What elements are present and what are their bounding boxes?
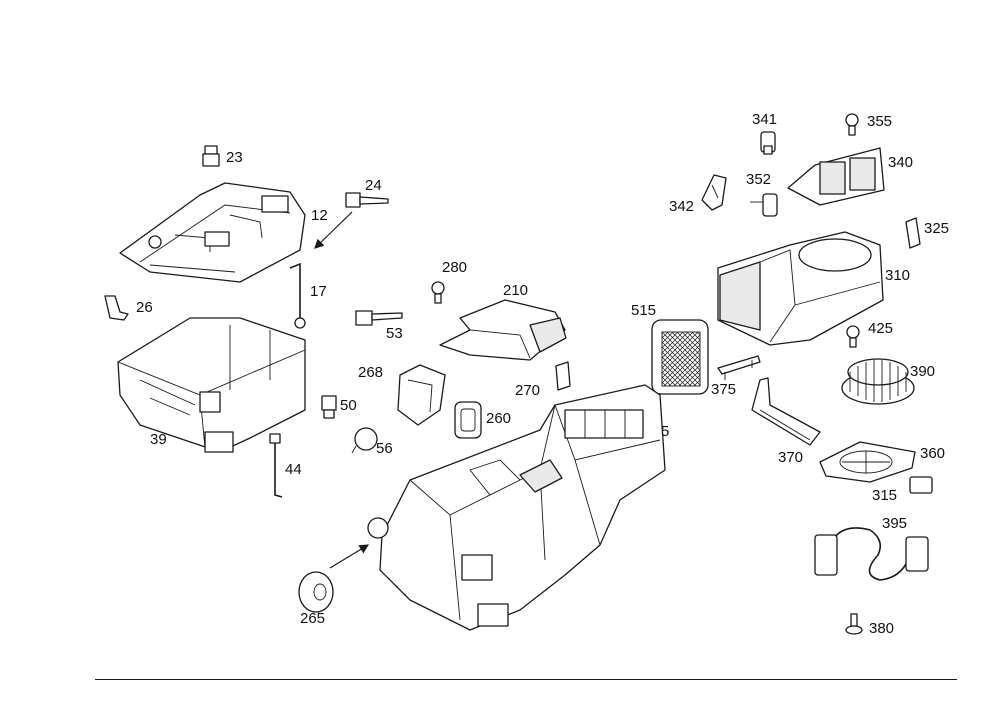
part-24-sensor [345, 192, 389, 208]
part-44-rod [269, 433, 283, 498]
callout-17: 17 [310, 283, 327, 300]
callout-44: 44 [285, 461, 302, 478]
leader-arrow-5 [329, 544, 370, 569]
callout-390: 390 [910, 363, 936, 380]
callout-370: 370 [778, 449, 804, 466]
part-280-screw [431, 281, 445, 304]
callout-355: 355 [867, 113, 893, 130]
part-39-lower-housing [117, 317, 306, 453]
part-268-flap [397, 364, 446, 426]
footer-divider [95, 679, 957, 680]
part-23-clip [202, 145, 220, 167]
part-341-actuator [760, 131, 776, 155]
callout-23: 23 [226, 149, 243, 166]
part-17-rod [289, 262, 306, 329]
callout-39: 39 [150, 431, 167, 448]
callout-210: 210 [503, 282, 529, 299]
callout-50: 50 [340, 397, 357, 414]
part-53-sensor [355, 310, 403, 326]
leader-arrow-12 [314, 211, 353, 249]
callout-341: 341 [752, 111, 778, 128]
part-325-clip [905, 217, 921, 249]
callout-340: 340 [888, 154, 914, 171]
callout-53: 53 [386, 325, 403, 342]
part-12-upper-housing [119, 182, 306, 283]
callout-395: 395 [882, 515, 908, 532]
callout-270: 270 [515, 382, 541, 399]
part-50-connector [321, 395, 337, 419]
part-315-clip [909, 476, 933, 494]
part-5-main-housing [367, 384, 666, 631]
part-515-filter [651, 319, 709, 395]
part-355-screw [845, 113, 859, 136]
part-395-wiring-harness [814, 527, 929, 581]
callout-268: 268 [358, 364, 384, 381]
part-390-blower-fan [841, 358, 915, 405]
part-425-screw [846, 325, 860, 348]
part-342-bracket [701, 174, 727, 211]
callout-26: 26 [136, 299, 153, 316]
part-56-sensor [351, 427, 378, 454]
callout-352: 352 [746, 171, 772, 188]
part-375-bracket [717, 355, 761, 380]
callout-265: 265 [300, 610, 326, 627]
callout-515: 515 [631, 302, 657, 319]
part-360-fan-cover [819, 441, 916, 483]
callout-315: 315 [872, 487, 898, 504]
part-340-grille [787, 147, 885, 206]
callout-380: 380 [869, 620, 895, 637]
callout-425: 425 [868, 320, 894, 337]
callout-325: 325 [924, 220, 950, 237]
callout-260: 260 [486, 410, 512, 427]
part-370-frame [751, 377, 821, 446]
part-265-roller [298, 571, 334, 613]
part-260-gasket [454, 401, 482, 439]
part-380-screw [845, 613, 863, 635]
callout-280: 280 [442, 259, 468, 276]
callout-56: 56 [376, 440, 393, 457]
part-26-lever [104, 295, 129, 321]
callout-24: 24 [365, 177, 382, 194]
callout-375: 375 [711, 381, 737, 398]
callout-310: 310 [885, 267, 911, 284]
callout-5: 5 [661, 423, 670, 440]
callout-360: 360 [920, 445, 946, 462]
part-270-bracket [555, 361, 571, 391]
part-310-blower-housing [717, 231, 884, 346]
callout-342: 342 [669, 198, 695, 215]
part-352-servo [750, 193, 778, 217]
part-210-air-duct [439, 299, 567, 361]
callout-12: 12 [311, 207, 328, 224]
